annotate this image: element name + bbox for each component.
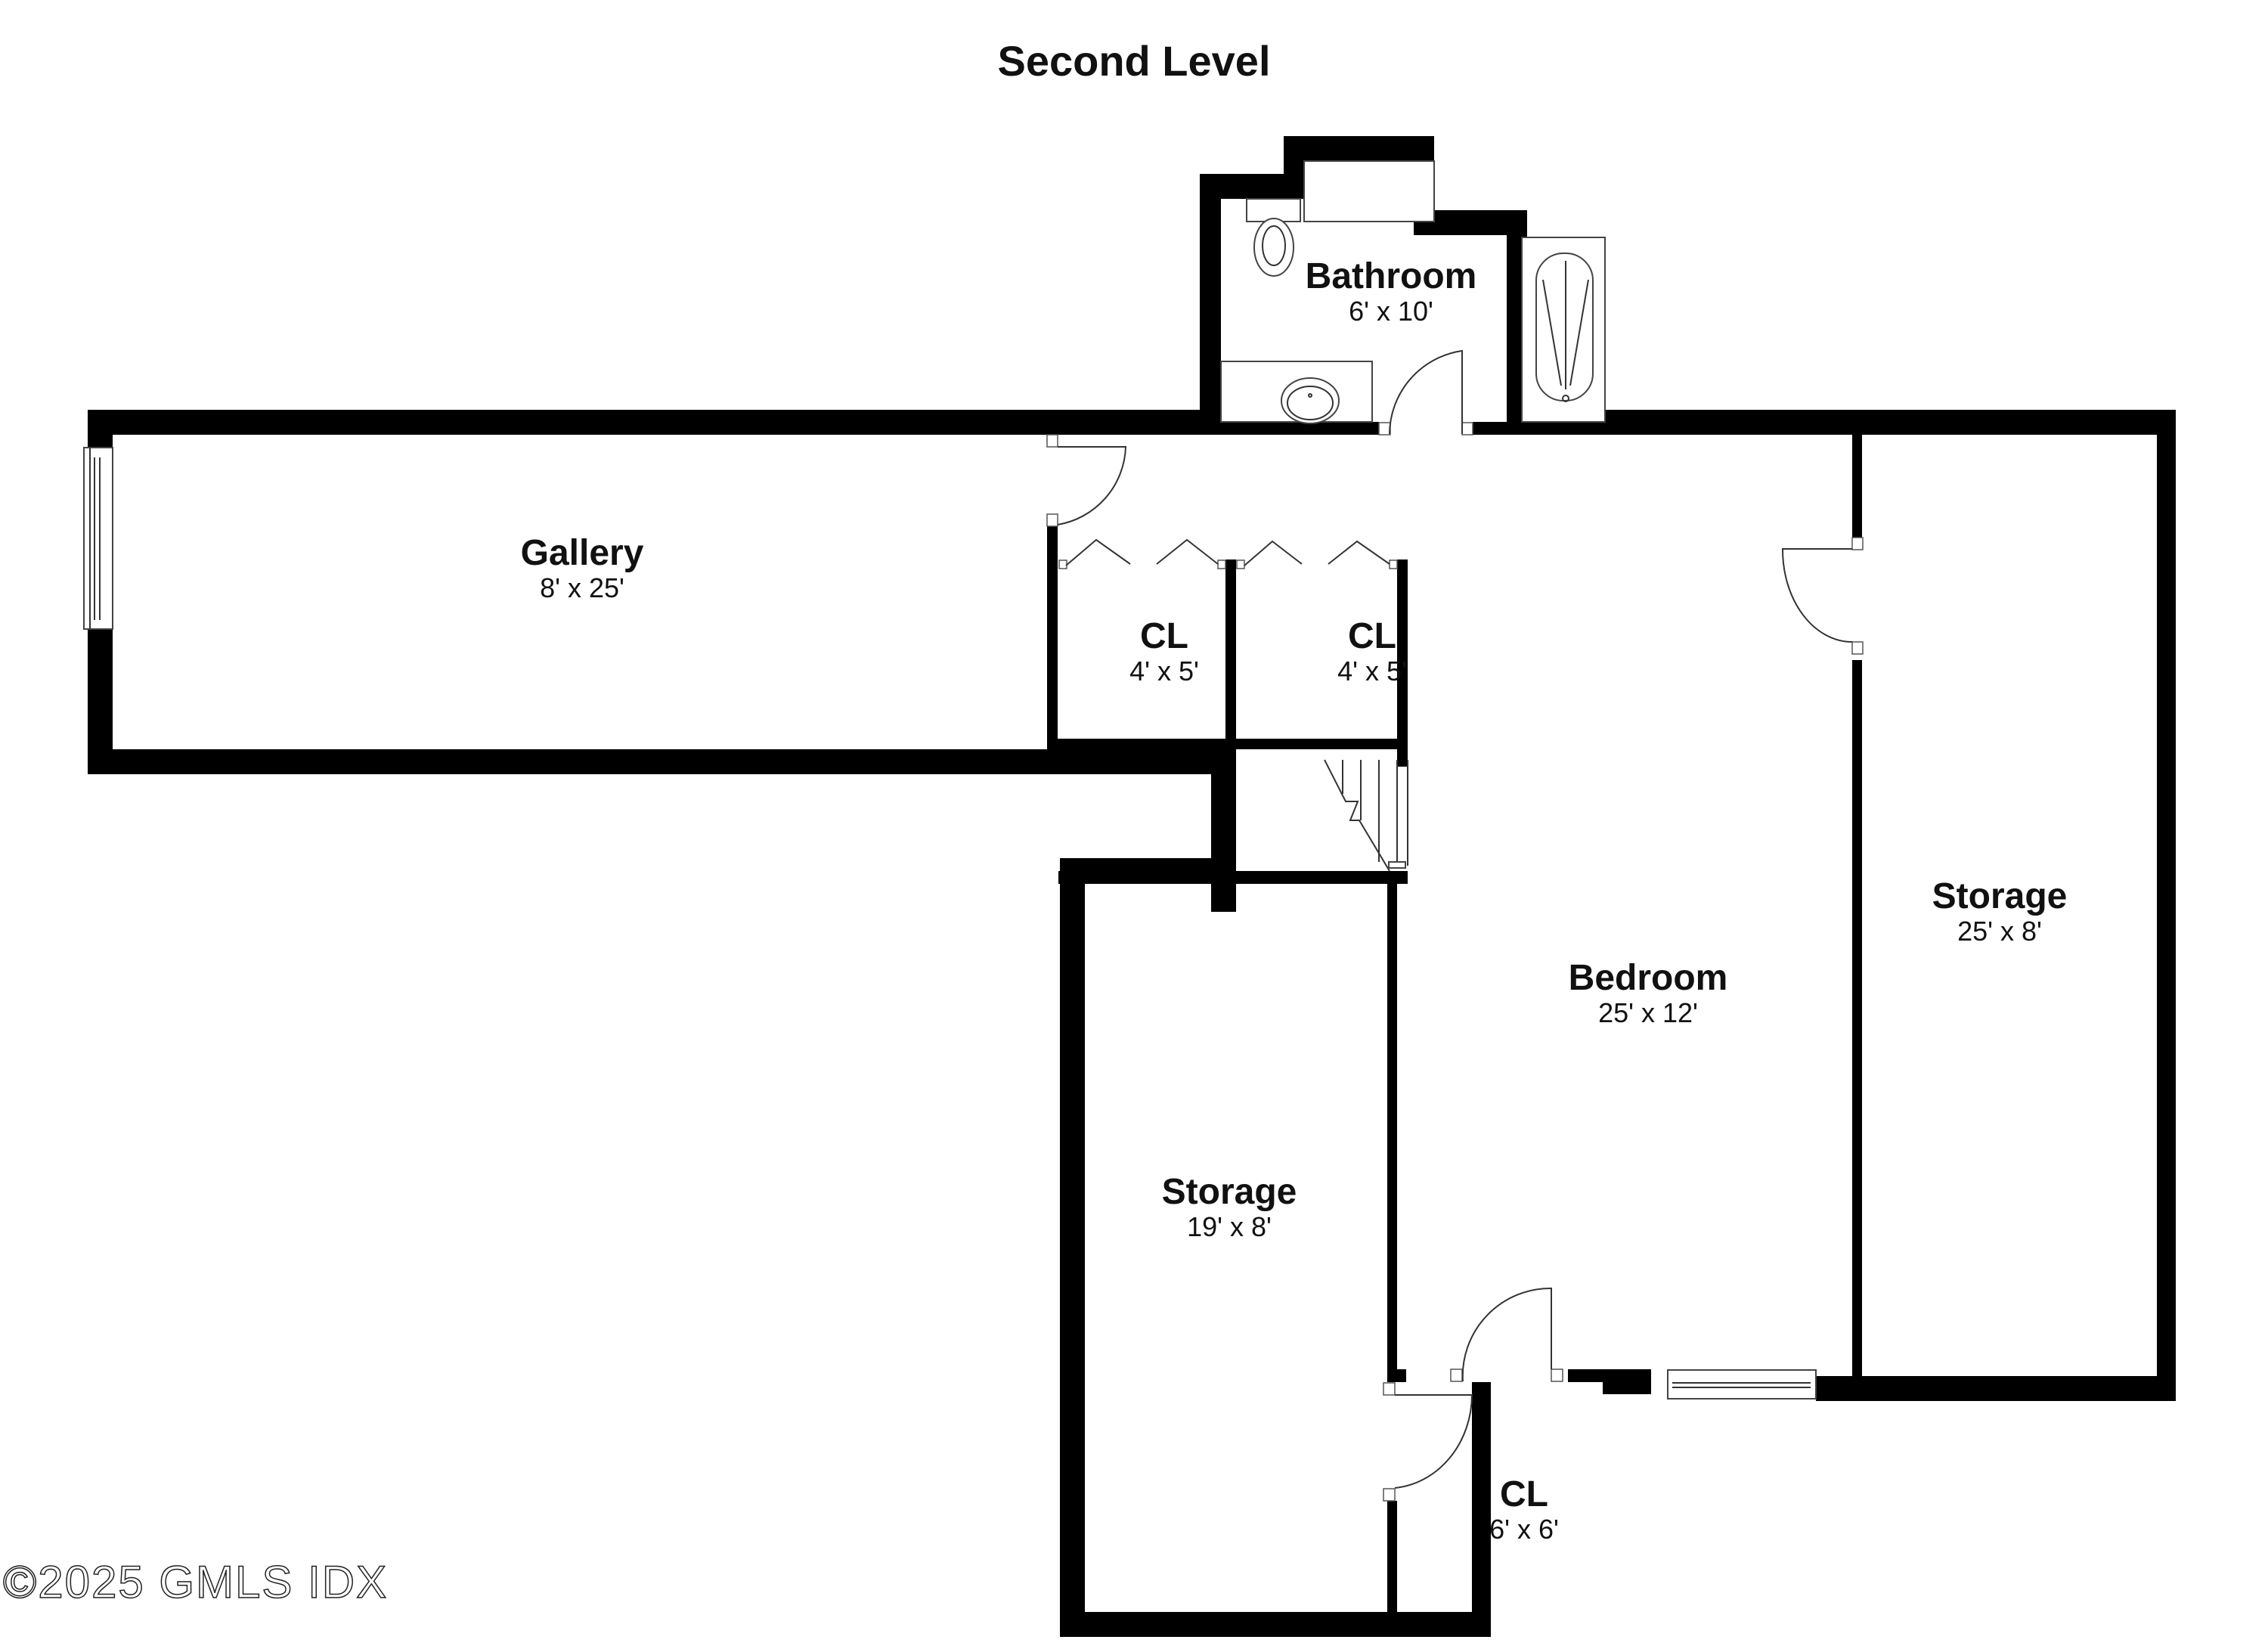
- room-dimensions: 25' x 8': [1957, 916, 2042, 947]
- room-name: CL: [1348, 616, 1396, 656]
- wall-storage2-left: [1060, 858, 1085, 1637]
- wall-right-outer: [2157, 410, 2176, 1401]
- bathtub-icon: [1535, 253, 1594, 401]
- windows: [83, 447, 1817, 1399]
- room-closet-3[interactable]: CL 6' x 6': [1489, 1477, 1559, 1543]
- door-jamb: [1450, 1368, 1463, 1382]
- window-bedroom: [1667, 1369, 1817, 1399]
- room-name: Storage: [1161, 1172, 1297, 1212]
- door-jamb: [1217, 559, 1226, 569]
- toilet-tank: [1246, 198, 1301, 222]
- door-jamb: [1383, 1488, 1396, 1502]
- room-dimensions: 4' x 5': [1337, 656, 1407, 687]
- room-name: Storage: [1932, 876, 2068, 916]
- door-jamb: [1851, 641, 1864, 655]
- bifold-door-closet1-right[interactable]: [1156, 538, 1219, 565]
- room-bedroom[interactable]: Bedroom 25' x 12': [1569, 960, 1728, 1027]
- bifold-door-closet1-left[interactable]: [1065, 538, 1131, 566]
- wall-closet1-left: [1047, 525, 1058, 752]
- room-name: Bedroom: [1568, 958, 1728, 998]
- wall-closets-bottom: [1047, 739, 1408, 749]
- room-closet-2[interactable]: CL 4' x 5': [1337, 618, 1407, 685]
- wall-bath-left: [1200, 174, 1221, 435]
- door-swing-bathroom[interactable]: [1389, 349, 1463, 435]
- door-swing-gallery[interactable]: [1057, 446, 1127, 525]
- copyright-watermark: ©2025 GMLS IDX: [2, 1556, 389, 1608]
- wall-storage1-divider-upper: [1852, 435, 1862, 538]
- door-jamb: [1046, 513, 1058, 527]
- door-swing-closet3-top[interactable]: [1461, 1287, 1552, 1382]
- room-name: Gallery: [520, 533, 644, 573]
- page-title: Second Level: [997, 37, 1271, 85]
- sink-icon: [1281, 377, 1340, 424]
- room-closet-1[interactable]: CL 4' x 5': [1129, 618, 1199, 685]
- wall-gallery-bottom: [88, 749, 1235, 774]
- wall-storage2-top: [1060, 858, 1236, 883]
- door-jamb: [1851, 537, 1864, 550]
- room-dimensions: 6' x 10': [1349, 296, 1433, 327]
- wall-bedroom-bottom-left: [1387, 1369, 1406, 1382]
- door-jamb: [1046, 434, 1058, 448]
- stairs-icon: [1324, 759, 1408, 872]
- door-jamb: [1383, 1382, 1396, 1396]
- door-jamb: [1236, 559, 1245, 569]
- wall-closet3-right: [1472, 1382, 1491, 1637]
- room-dimensions: 6' x 6': [1489, 1514, 1559, 1545]
- door-jamb: [1551, 1368, 1563, 1382]
- room-dimensions: 8' x 25': [540, 572, 624, 603]
- wall-bottom-right: [1816, 1376, 2176, 1401]
- door-jamb: [1461, 422, 1473, 435]
- bathroom-fixtures: [1220, 160, 1606, 424]
- wall-bedroom-bottom-step: [1603, 1369, 1651, 1394]
- wall-storage1-divider-lower: [1852, 660, 1862, 1386]
- doors: [1046, 349, 1864, 1502]
- wall-gallery-left-upper: [88, 410, 113, 448]
- room-dimensions: 19' x 8': [1187, 1211, 1272, 1242]
- room-storage-1[interactable]: Storage 25' x 8': [1932, 879, 2068, 945]
- wall-closet2-right: [1397, 559, 1408, 767]
- wall-bath-top-mid: [1284, 136, 1434, 161]
- room-name: Bathroom: [1305, 256, 1477, 296]
- room-dimensions: 25' x 12': [1598, 997, 1698, 1028]
- bifold-door-closet2-right[interactable]: [1328, 540, 1390, 565]
- room-dimensions: 4' x 5': [1129, 656, 1199, 687]
- wall-gallery-top: [88, 410, 1222, 435]
- door-swing-storage1[interactable]: [1781, 548, 1853, 643]
- walls: [88, 136, 2176, 1637]
- wall-storage2-right-upper: [1387, 883, 1397, 1382]
- wall-top-right: [1507, 410, 2175, 435]
- room-name: CL: [1140, 616, 1188, 656]
- door-jamb: [1389, 559, 1398, 569]
- bifold-door-closet2-left[interactable]: [1244, 540, 1303, 566]
- door-jamb: [1378, 422, 1391, 435]
- window-gallery: [83, 447, 113, 630]
- door-swing-closet3-left[interactable]: [1394, 1394, 1473, 1489]
- room-storage-2[interactable]: Storage 19' x 8': [1162, 1174, 1297, 1241]
- room-gallery[interactable]: Gallery 8' x 25': [521, 535, 644, 602]
- wall-closets-divider: [1225, 559, 1236, 756]
- room-bathroom[interactable]: Bathroom 6' x 10': [1306, 259, 1477, 325]
- room-name: CL: [1500, 1474, 1548, 1514]
- toilet-icon: [1253, 218, 1294, 277]
- wall-bath-bottom-left: [1221, 422, 1379, 435]
- counter: [1303, 160, 1435, 222]
- wall-stair-left: [1211, 749, 1236, 912]
- wall-bottom-outer: [1060, 1612, 1491, 1637]
- wall-storage2-right-lower: [1387, 1501, 1397, 1637]
- door-jamb: [1058, 559, 1067, 569]
